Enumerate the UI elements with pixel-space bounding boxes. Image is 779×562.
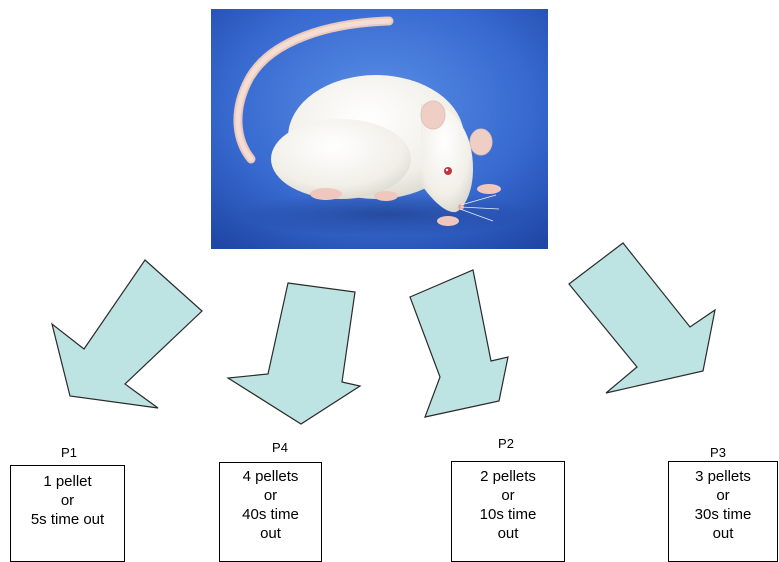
arrow-p3 bbox=[569, 243, 715, 393]
option-text-line: 30s time bbox=[695, 505, 752, 524]
option-text-line: or bbox=[264, 486, 277, 505]
option-text-line: 4 pellets bbox=[243, 467, 299, 486]
option-text-line: out bbox=[498, 524, 519, 543]
arrow-p2 bbox=[410, 270, 508, 417]
arrow-p4 bbox=[228, 283, 360, 424]
option-box-p1: 1 pellet or 5s time out bbox=[10, 465, 125, 562]
option-text-line: 3 pellets bbox=[695, 467, 751, 486]
option-label-p3: P3 bbox=[707, 445, 729, 460]
option-text-line: out bbox=[713, 524, 734, 543]
option-box-p4: 4 pellets or 40s time out bbox=[219, 462, 322, 562]
option-text-line: out bbox=[260, 524, 281, 543]
option-label-p2: P2 bbox=[495, 436, 517, 451]
option-text-line: or bbox=[716, 486, 729, 505]
option-text-line: or bbox=[61, 491, 74, 510]
option-text-line: 1 pellet bbox=[43, 472, 91, 491]
option-text-line: 40s time bbox=[242, 505, 299, 524]
rat-illustration bbox=[211, 9, 548, 249]
option-text-line: 5s time out bbox=[31, 510, 104, 529]
option-text-line: 10s time bbox=[480, 505, 537, 524]
option-label-p4: P4 bbox=[269, 440, 291, 455]
option-text-line: or bbox=[501, 486, 514, 505]
option-label-p1: P1 bbox=[60, 445, 78, 460]
option-box-p3: 3 pellets or 30s time out bbox=[668, 461, 778, 562]
rat-photo bbox=[211, 9, 548, 249]
option-text-line: 2 pellets bbox=[480, 467, 536, 486]
arrow-p1 bbox=[52, 260, 202, 408]
option-box-p2: 2 pellets or 10s time out bbox=[451, 461, 565, 562]
